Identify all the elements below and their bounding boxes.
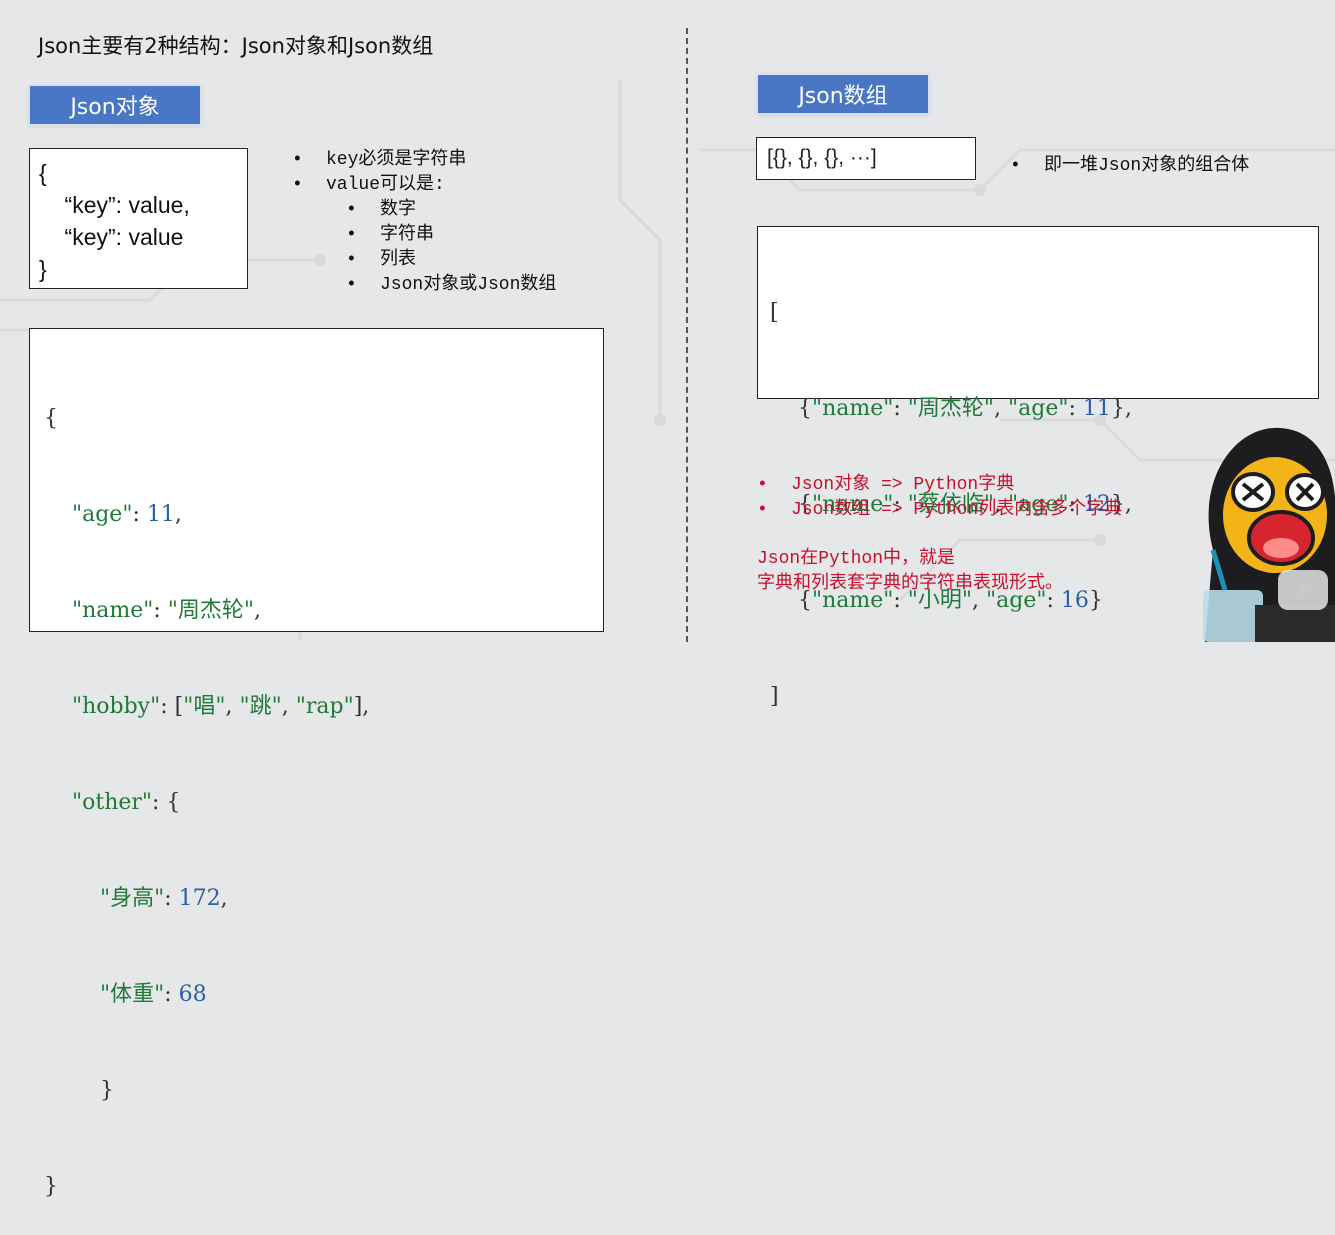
code-line: "other": { <box>71 790 181 815</box>
play-watermark-icon <box>1278 570 1328 610</box>
code-line: } <box>99 1078 114 1103</box>
bullet-icon: • <box>757 475 768 495</box>
list-item: •Json数组 => Python列表内含多个字典 <box>757 500 1123 520</box>
list-item: •即一堆Json对象的组合体 <box>1010 156 1250 176</box>
bullet-icon: • <box>1010 156 1021 176</box>
json-object-example: { "age": 11, "name": "周杰轮", "hobby": ["唱… <box>29 328 604 1199</box>
center-divider <box>686 28 688 642</box>
json-array-badge: Json数组 <box>758 75 928 113</box>
code-line: "name": "周杰轮", <box>71 598 262 623</box>
bullet-icon: • <box>292 175 303 195</box>
list-item: •Json对象 => Python字典 <box>757 475 1015 495</box>
simple-object-line: { <box>39 160 47 186</box>
code-line: { <box>44 406 58 431</box>
array-short-box: [{}, {}, {}, ···] <box>756 137 976 180</box>
code-line: {"name": "周杰轮", "age": 11}, <box>797 396 1132 421</box>
bullet-icon: • <box>346 225 357 245</box>
bullet-icon: • <box>346 200 357 220</box>
list-item: •key必须是字符串 <box>292 150 467 170</box>
code-line: "体重": 68 <box>99 982 207 1007</box>
list-item: •数字 <box>346 200 416 220</box>
summary-line: Json在Python中，就是 <box>757 549 956 569</box>
list-item: •列表 <box>346 250 416 270</box>
simple-object-line: “key”: value <box>39 224 184 250</box>
list-item: •Json对象或Json数组 <box>346 275 557 295</box>
bullet-icon: • <box>757 500 768 520</box>
simple-object-line: “key”: value, <box>39 192 190 218</box>
code-line: {"name": "小明", "age": 16} <box>797 588 1103 613</box>
list-item: •字符串 <box>346 225 434 245</box>
json-object-badge: Json对象 <box>30 86 200 124</box>
code-line: "身高": 172, <box>99 886 228 911</box>
simple-object-box: { “key”: value, “key”: value } <box>29 148 248 289</box>
code-line: "age": 11, <box>71 502 182 527</box>
code-line: [ <box>770 300 779 325</box>
list-item: •value可以是: <box>292 175 445 195</box>
code-line: {"name": "蔡依临", "age": 12}, <box>797 492 1132 517</box>
bullet-icon: • <box>292 150 303 170</box>
code-line: "hobby": ["唱", "跳", "rap"], <box>71 694 370 719</box>
code-line: ] <box>770 684 779 709</box>
summary-line: 字典和列表套字典的字符串表现形式。 <box>757 574 1063 594</box>
bullet-icon: • <box>346 250 357 270</box>
simple-object-line: } <box>39 256 47 282</box>
bullet-icon: • <box>346 275 357 295</box>
code-line: } <box>44 1174 58 1199</box>
page-title: Json主要有2种结构：Json对象和Json数组 <box>38 34 434 58</box>
json-array-example: [ {"name": "周杰轮", "age": 11}, {"name": "… <box>757 226 1319 709</box>
